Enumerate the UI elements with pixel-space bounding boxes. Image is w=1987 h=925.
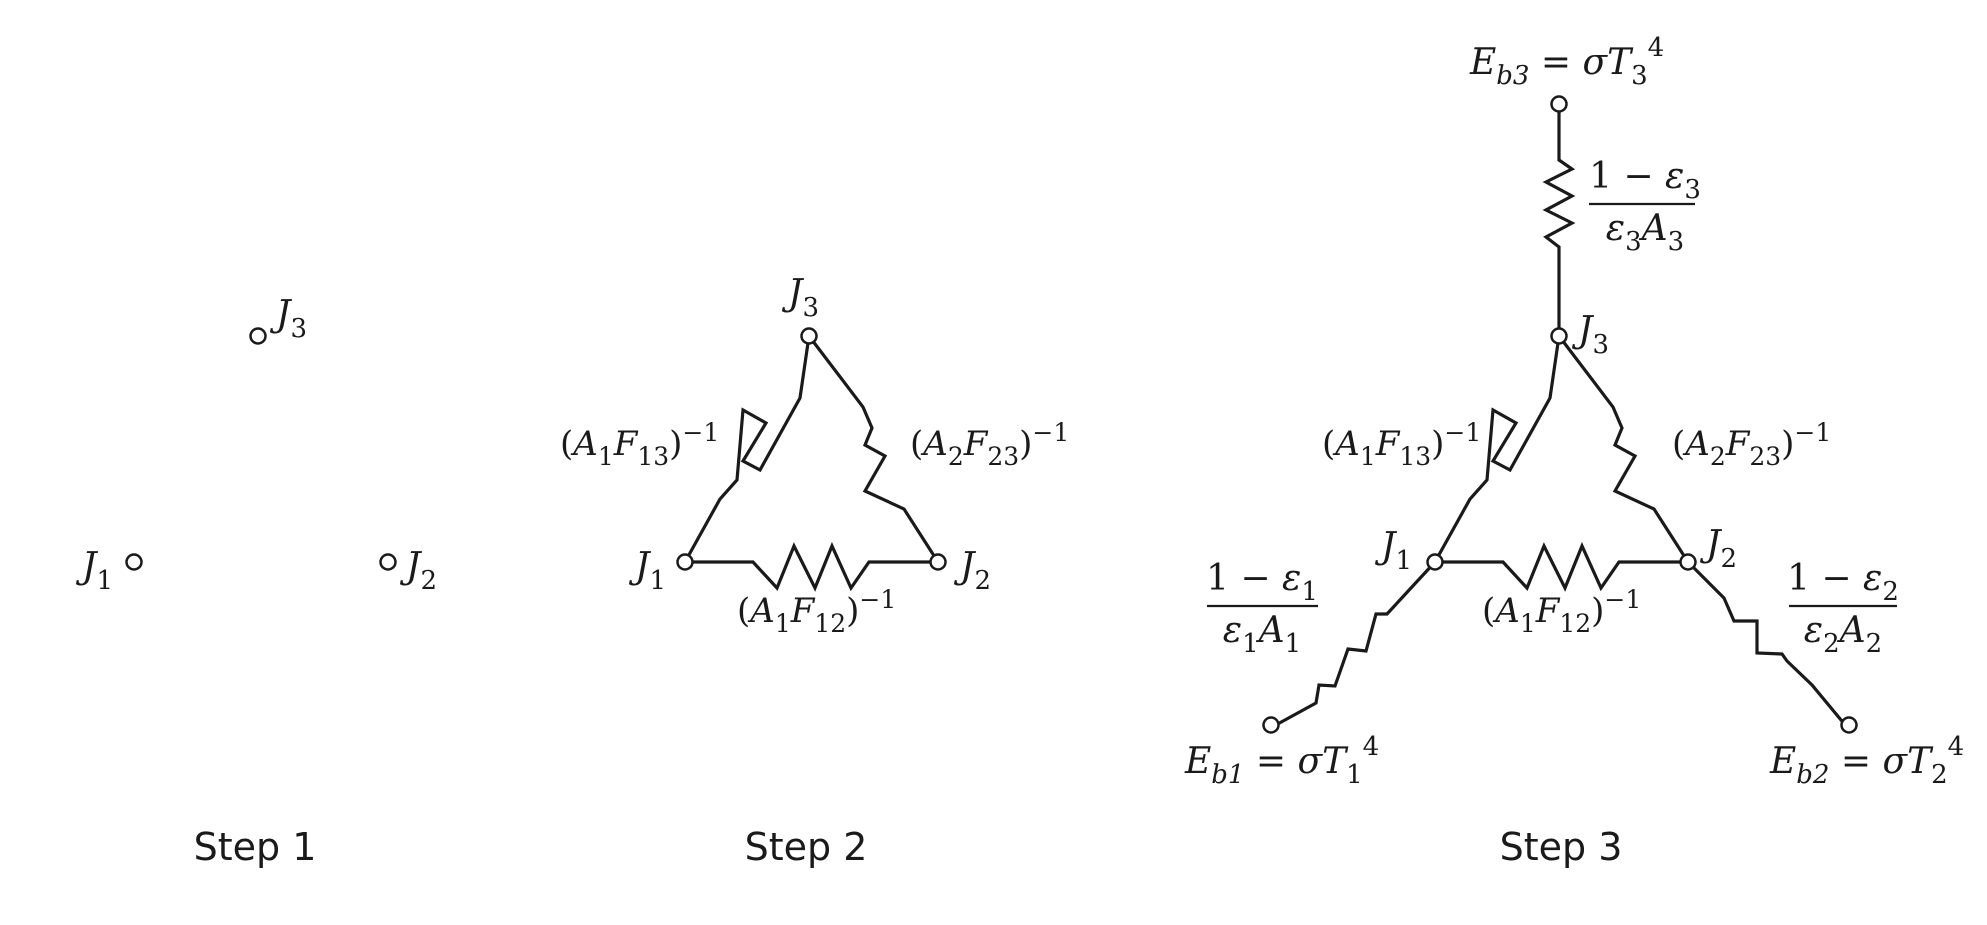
step3-label-j3: J3 bbox=[1571, 310, 1609, 360]
s3-numerator: 1 − ε3 bbox=[1589, 156, 1701, 205]
step2-label-r12: (A1F12)−1 bbox=[737, 585, 896, 638]
step2-label-j3: J3 bbox=[781, 273, 819, 323]
step3-fraction-s3: 1 − ε3 ε3A3 bbox=[1589, 156, 1701, 257]
step3-node-eb1 bbox=[1262, 716, 1280, 734]
step2-label-j2: J2 bbox=[953, 546, 991, 596]
step3-resistor-23 bbox=[1557, 334, 1690, 564]
step1-node-j2 bbox=[379, 553, 397, 571]
step2-resistor-23 bbox=[807, 334, 940, 564]
step2-label-j1: J1 bbox=[628, 546, 666, 596]
step3-group: J3 J1 J2 (A1F13)−1 (A2F23)−1 (A1F12)−1 1… bbox=[1184, 33, 1964, 869]
step3-surface-resistor-2 bbox=[1686, 560, 1848, 728]
step2-node-j2 bbox=[929, 553, 947, 571]
step3-label-eb1: Eb1 = σT14 bbox=[1184, 732, 1379, 790]
step3-label-r13: (A1F13)−1 bbox=[1322, 418, 1481, 471]
step3-resistor-12 bbox=[1433, 541, 1690, 592]
step2-resistor-12 bbox=[683, 541, 940, 592]
step3-fraction-s2: 1 − ε2 ε2A2 bbox=[1787, 558, 1899, 659]
s2-denominator: ε2A2 bbox=[1804, 610, 1882, 659]
step3-fraction-s1: 1 − ε1 ε1A1 bbox=[1206, 558, 1318, 659]
step1-label-j2: J2 bbox=[399, 546, 437, 596]
step3-label-j2: J2 bbox=[1699, 524, 1737, 574]
step3-caption: Step 3 bbox=[1500, 825, 1623, 869]
step2-resistor-13 bbox=[683, 334, 811, 564]
step3-resistor-13 bbox=[1433, 334, 1561, 564]
step3-label-r12: (A1F12)−1 bbox=[1482, 585, 1641, 638]
step2-node-j3 bbox=[800, 327, 818, 345]
step3-label-j1: J1 bbox=[1374, 526, 1412, 576]
s2-numerator: 1 − ε2 bbox=[1787, 558, 1899, 607]
step3-node-eb2 bbox=[1840, 716, 1858, 734]
step3-label-eb2: Eb2 = σT24 bbox=[1769, 732, 1964, 790]
step2-caption: Step 2 bbox=[745, 825, 868, 869]
step3-node-j2 bbox=[1679, 553, 1697, 571]
step1-label-j1: J1 bbox=[75, 546, 113, 596]
step3-label-eb3: Eb3 = σT34 bbox=[1469, 33, 1664, 91]
step3-node-eb3 bbox=[1550, 95, 1568, 113]
s3-denominator: ε3A3 bbox=[1606, 208, 1684, 257]
step1-label-j3: J3 bbox=[269, 294, 307, 344]
step2-label-r23: (A2F23)−1 bbox=[910, 418, 1069, 471]
step1-node-j1 bbox=[125, 553, 143, 571]
s1-numerator: 1 − ε1 bbox=[1206, 558, 1318, 607]
step1-group: J3 J1 J2 Step 1 bbox=[75, 294, 437, 869]
step3-node-j3 bbox=[1550, 327, 1568, 345]
step3-surface-resistor-3 bbox=[1542, 102, 1576, 338]
step3-surface-resistor-1 bbox=[1272, 560, 1437, 728]
step2-node-j1 bbox=[676, 553, 694, 571]
step2-group: J3 J1 J2 (A1F13)−1 (A2F23)−1 (A1F12)−1 S… bbox=[560, 273, 1069, 869]
s1-denominator: ε1A1 bbox=[1223, 610, 1301, 659]
step3-label-r23: (A2F23)−1 bbox=[1672, 418, 1831, 471]
step2-label-r13: (A1F13)−1 bbox=[560, 418, 719, 471]
step1-caption: Step 1 bbox=[194, 825, 317, 869]
step3-node-j1 bbox=[1426, 553, 1444, 571]
step1-node-j3 bbox=[249, 327, 267, 345]
